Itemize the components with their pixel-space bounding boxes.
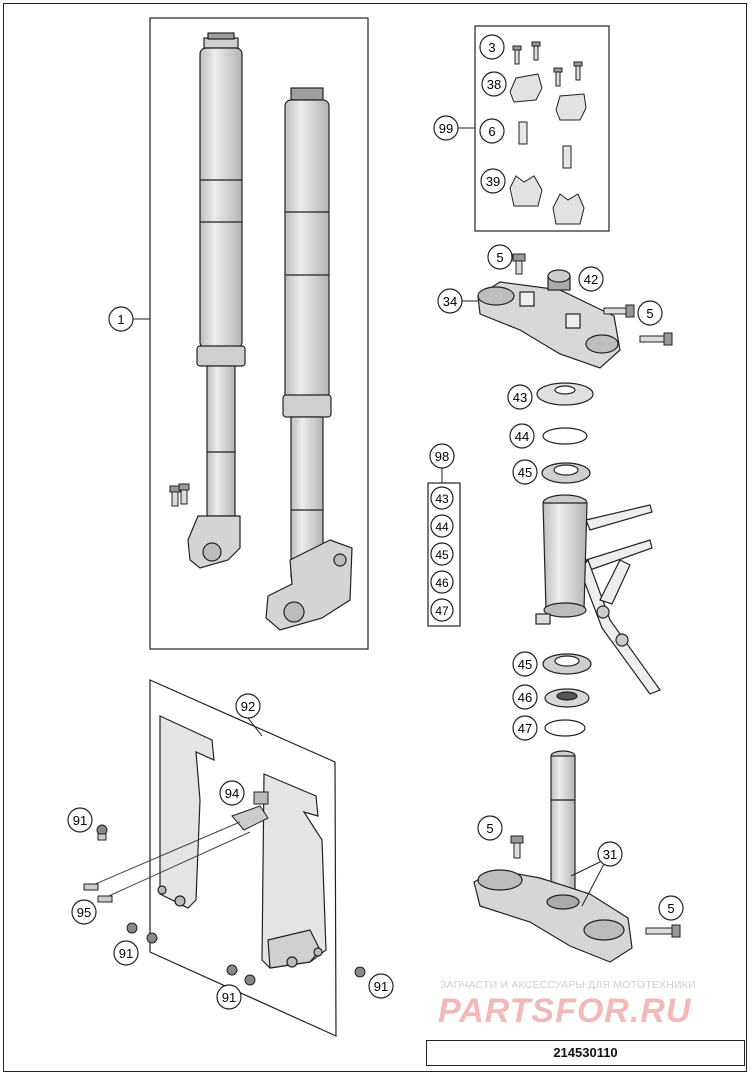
kit-98-item: 47 [435,604,449,618]
callout-1-label: 1 [117,312,124,327]
callout-47: 47 [512,715,538,741]
drawing-number: 214530110 [426,1040,745,1066]
kit-98-item: 44 [435,520,449,534]
kit-98-box [427,482,461,627]
callout-46-label: 46 [518,690,532,705]
callout-92-label: 92 [241,699,255,714]
guard-screws [83,824,366,986]
fork-clamp-screws [169,483,190,507]
guard-clamp-94 [85,791,269,901]
callout-91-a-label: 91 [73,813,87,828]
callout-91-c: 91 [216,984,242,1010]
triple-clamp-bolts-lower [510,835,681,938]
callout-45-upper-label: 45 [518,465,532,480]
handlebar-clamp-parts [509,41,587,225]
callout-5-lower-right-label: 5 [667,901,674,916]
callout-91-b: 91 [113,940,139,966]
kit-98-item: 46 [435,576,449,590]
callout-98-label: 98 [435,449,449,464]
callout-95-label: 95 [77,905,91,920]
callout-94-label: 94 [225,786,239,801]
callout-91-d: 91 [368,973,394,999]
triple-clamp-bolts-upper [512,253,673,346]
callout-5-lower-right: 5 [658,895,684,921]
frame-head-tube [535,494,661,695]
callout-6-label: 6 [488,124,495,139]
callout-98: 98 [429,443,455,469]
callout-6: 6 [479,118,505,144]
callout-94: 94 [219,780,245,806]
callout-5-top-label: 5 [496,250,503,265]
fork-guard-group-box [149,679,337,1037]
watermark-tagline: ЗАПЧАСТИ И АКСЕССУАРЫ ДЛЯ МОТОТЕХНИКИ [440,979,696,991]
fork-leg-left [187,32,246,569]
callout-43: 43 [507,384,533,410]
callout-5-right-label: 5 [646,306,653,321]
fork-guard-left [157,715,215,909]
callout-5-lower-left: 5 [477,815,503,841]
callout-31: 31 [597,841,623,867]
fork-guard-right [261,773,327,969]
callout-34-label: 34 [443,294,457,309]
kit-98-list: 43 44 45 46 47 [430,486,454,622]
kit-98-item: 45 [435,548,449,562]
callout-5-lower-left-label: 5 [486,821,493,836]
callout-3-label: 3 [488,40,495,55]
watermark-brand: PARTSFOR.RU [438,992,692,1030]
bearing-stack-lower [542,653,592,737]
callout-34: 34 [437,288,463,314]
callout-45-upper: 45 [512,459,538,485]
fork-leg-right [265,87,353,631]
fork-group-box [149,17,369,650]
callout-44: 44 [509,423,535,449]
callout-47-label: 47 [518,721,532,736]
callout-38: 38 [481,71,507,97]
callout-38-label: 38 [487,77,501,92]
callout-92: 92 [235,693,261,719]
upper-triple-clamp [477,269,621,369]
lower-triple-clamp [473,750,633,963]
callout-3: 3 [479,34,505,60]
bearing-stack-upper [536,382,594,484]
callout-31-label: 31 [603,847,617,862]
callout-99-label: 99 [439,121,453,136]
callout-45-lower: 45 [512,651,538,677]
callout-45-lower-label: 45 [518,657,532,672]
callout-5-right: 5 [637,300,663,326]
callout-43-label: 43 [513,390,527,405]
callout-91-c-label: 91 [222,990,236,1005]
callout-91-a: 91 [67,807,93,833]
callout-44-label: 44 [515,429,529,444]
callout-91-b-label: 91 [119,946,133,961]
callout-39-label: 39 [486,174,500,189]
callout-95: 95 [71,899,97,925]
callout-1: 1 [108,306,134,332]
drawing-frame [3,3,747,1072]
callout-42-label: 42 [584,272,598,287]
callout-99: 99 [433,115,459,141]
callout-46: 46 [512,684,538,710]
callout-5-top: 5 [487,244,513,270]
callout-42: 42 [578,266,604,292]
callout-91-d-label: 91 [374,979,388,994]
callout-39: 39 [480,168,506,194]
kit-98-item: 43 [435,492,449,506]
